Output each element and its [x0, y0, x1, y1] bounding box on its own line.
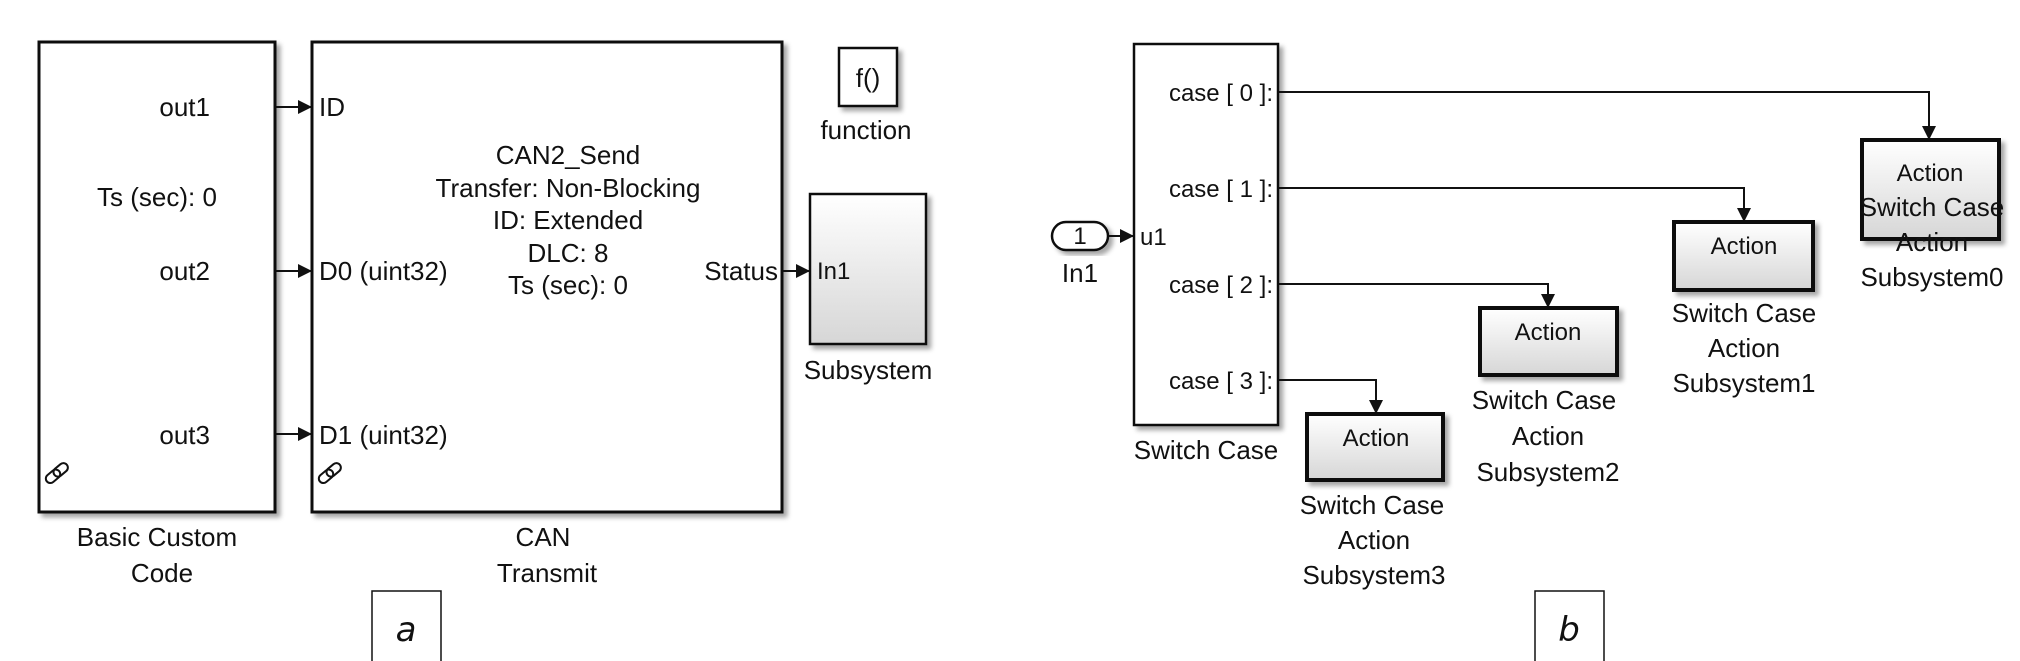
basic-custom-code-block[interactable]: out1 out2 out3 Ts (sec): 0: [37, 40, 277, 514]
port-out1: out1: [159, 92, 210, 122]
link-icon: [44, 462, 69, 485]
port-d1: D1 (uint32): [319, 420, 448, 450]
action-label: Action: [1897, 160, 1964, 187]
link-icon: [317, 462, 342, 485]
function-symbol: f(): [856, 63, 881, 93]
switch-case-name: Switch Case: [1134, 435, 1279, 465]
action-subsystem-2-name-line2: Action: [1512, 421, 1584, 451]
subsystem-block[interactable]: In1: [808, 192, 928, 346]
port-u1: u1: [1140, 224, 1167, 251]
action-line-case1[interactable]: [1279, 187, 1751, 222]
port-out2: out2: [159, 256, 210, 286]
action-subsystem-2[interactable]: Action: [1478, 306, 1619, 377]
can-transmit-name-line1: CAN: [516, 522, 571, 552]
panel-label-a: a: [371, 590, 442, 661]
action-subsystem-3-name-line3: Subsystem3: [1302, 560, 1445, 590]
action-label: Action: [1711, 233, 1778, 260]
action-subsystem-0-name-line1: Switch Case: [1860, 192, 2005, 222]
panel-label-a-text: a: [396, 610, 417, 650]
port-in1: In1: [817, 258, 850, 285]
case-3-port: case [ 3 ]:: [1169, 368, 1273, 395]
panel-label-b-text: b: [1558, 610, 1580, 650]
action-subsystem-0-name-line3: Subsystem0: [1860, 262, 2003, 292]
action-label: Action: [1343, 425, 1410, 452]
can-text-line5: Ts (sec): 0: [508, 270, 628, 300]
action-subsystem-1-name-line3: Subsystem1: [1672, 368, 1815, 398]
case-0-port: case [ 0 ]:: [1169, 80, 1273, 107]
can-text-line3: ID: Extended: [493, 205, 643, 235]
action-line-case2[interactable]: [1279, 283, 1555, 308]
basic-custom-code-name-line2: Code: [131, 558, 193, 588]
can-text-line4: DLC: 8: [528, 238, 609, 268]
function-name: function: [820, 115, 911, 145]
inport-number: 1: [1073, 223, 1086, 250]
basic-custom-code-name-line1: Basic Custom: [77, 522, 237, 552]
case-1-port: case [ 1 ]:: [1169, 176, 1273, 203]
can-transmit-name-line2: Transmit: [497, 558, 598, 588]
can-text-line2: Transfer: Non-Blocking: [436, 173, 701, 203]
action-subsystem-3[interactable]: Action: [1305, 412, 1445, 482]
sample-time-text: Ts (sec): 0: [97, 182, 217, 212]
switch-case-block[interactable]: u1 case [ 0 ]: case [ 1 ]: case [ 2 ]: c…: [1132, 42, 1280, 427]
panel-label-b: b: [1534, 590, 1605, 661]
action-subsystem-0-name-line2: Action: [1896, 227, 1968, 257]
action-subsystem-2-name-line1: Switch Case: [1472, 385, 1617, 415]
port-out3: out3: [159, 420, 210, 450]
function-block[interactable]: f(): [837, 46, 899, 108]
action-subsystem-1-name-line1: Switch Case: [1672, 298, 1817, 328]
action-subsystem-0[interactable]: Action: [1860, 138, 2001, 241]
action-subsystem-1[interactable]: Action: [1672, 220, 1815, 292]
panel-b: 1 In1 u1 case [ 0 ]: case [ 1 ]: case [ …: [1050, 42, 2005, 661]
can-transmit-block[interactable]: ID D0 (uint32) D1 (uint32) Status CAN2_S…: [310, 40, 784, 514]
inport-name: In1: [1062, 258, 1098, 288]
case-2-port: case [ 2 ]:: [1169, 272, 1273, 299]
action-label: Action: [1515, 319, 1582, 346]
action-subsystem-3-name-line1: Switch Case: [1300, 490, 1445, 520]
port-status: Status: [704, 256, 778, 286]
panel-a: out1 out2 out3 Ts (sec): 0 Basic Custom …: [37, 40, 933, 661]
can-text-line1: CAN2_Send: [496, 140, 641, 170]
port-d0: D0 (uint32): [319, 256, 448, 286]
subsystem-name: Subsystem: [804, 355, 933, 385]
inport-in1[interactable]: 1: [1050, 220, 1110, 252]
action-subsystem-2-name-line3: Subsystem2: [1476, 457, 1619, 487]
action-line-case0[interactable]: [1279, 91, 1936, 140]
port-id: ID: [319, 92, 345, 122]
action-line-case3[interactable]: [1279, 379, 1383, 414]
action-subsystem-1-name-line2: Action: [1708, 333, 1780, 363]
action-subsystem-3-name-line2: Action: [1338, 525, 1410, 555]
